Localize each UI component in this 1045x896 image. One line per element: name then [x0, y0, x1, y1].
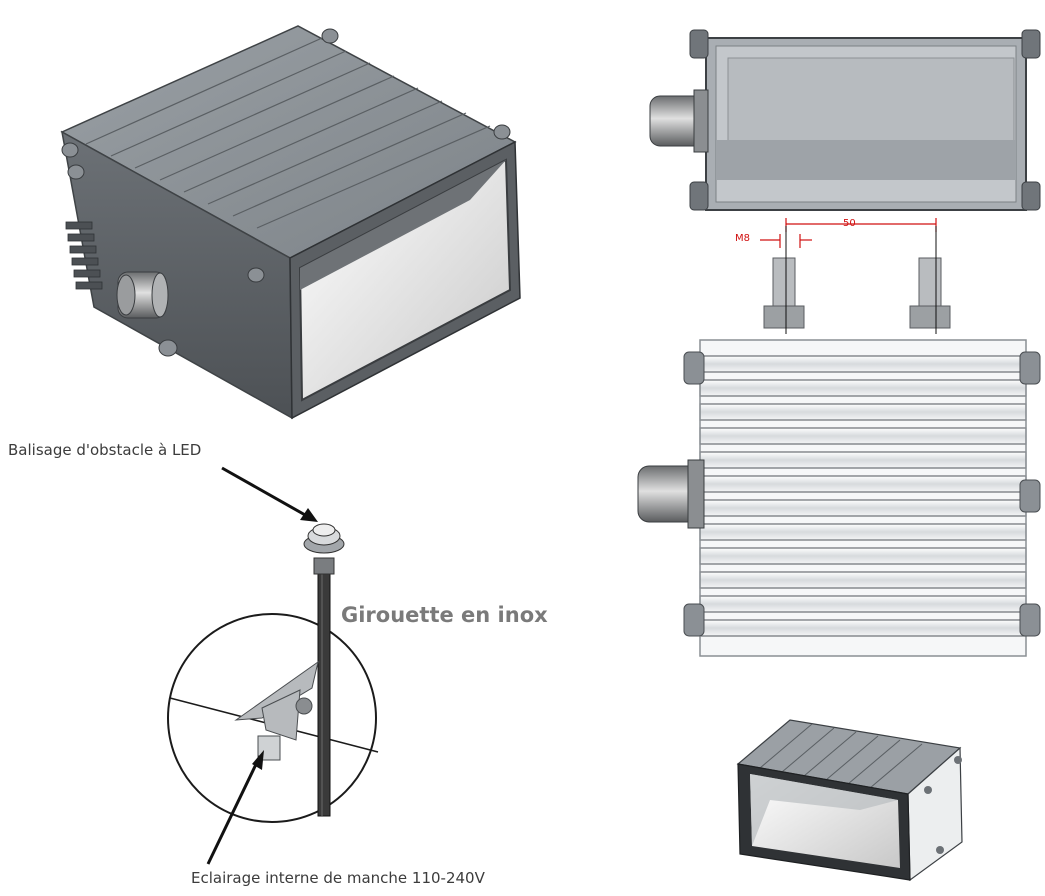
- top-view-gland: [649, 89, 709, 153]
- front-view-bolts: [683, 351, 1041, 637]
- interior-lighting-label: Eclairage interne de manche 110-240V: [191, 869, 485, 887]
- mast-pole: [317, 559, 331, 817]
- cable-gland: [116, 271, 169, 319]
- windsock-ring: [167, 613, 377, 823]
- led-marker-label: Balisage d'obstacle à LED: [8, 441, 202, 459]
- pointer-arrows: [206, 466, 318, 865]
- housing-top-ribs: [85, 37, 491, 229]
- small-isometric-housing: [736, 719, 963, 882]
- bolt-thread-dimension: M8: [735, 233, 750, 244]
- front-view-housing: [637, 339, 1041, 657]
- front-view-gland: [637, 459, 705, 529]
- top-view-bolts: [689, 29, 1041, 211]
- housing-window-shadow: [300, 160, 506, 290]
- isometric-housing: [60, 25, 521, 420]
- vane-bracket: [234, 660, 319, 741]
- weather-vane-label: Girouette en inox: [341, 603, 548, 627]
- bolt-spacing-dimension: 50: [843, 218, 856, 229]
- windsock-mast: [167, 466, 379, 865]
- corner-bolts: [61, 28, 511, 357]
- top-view-housing: [649, 29, 1041, 211]
- bolt-detail: [760, 218, 951, 334]
- led-obstacle-light: [303, 523, 345, 575]
- heat-sink-fins: [65, 221, 103, 290]
